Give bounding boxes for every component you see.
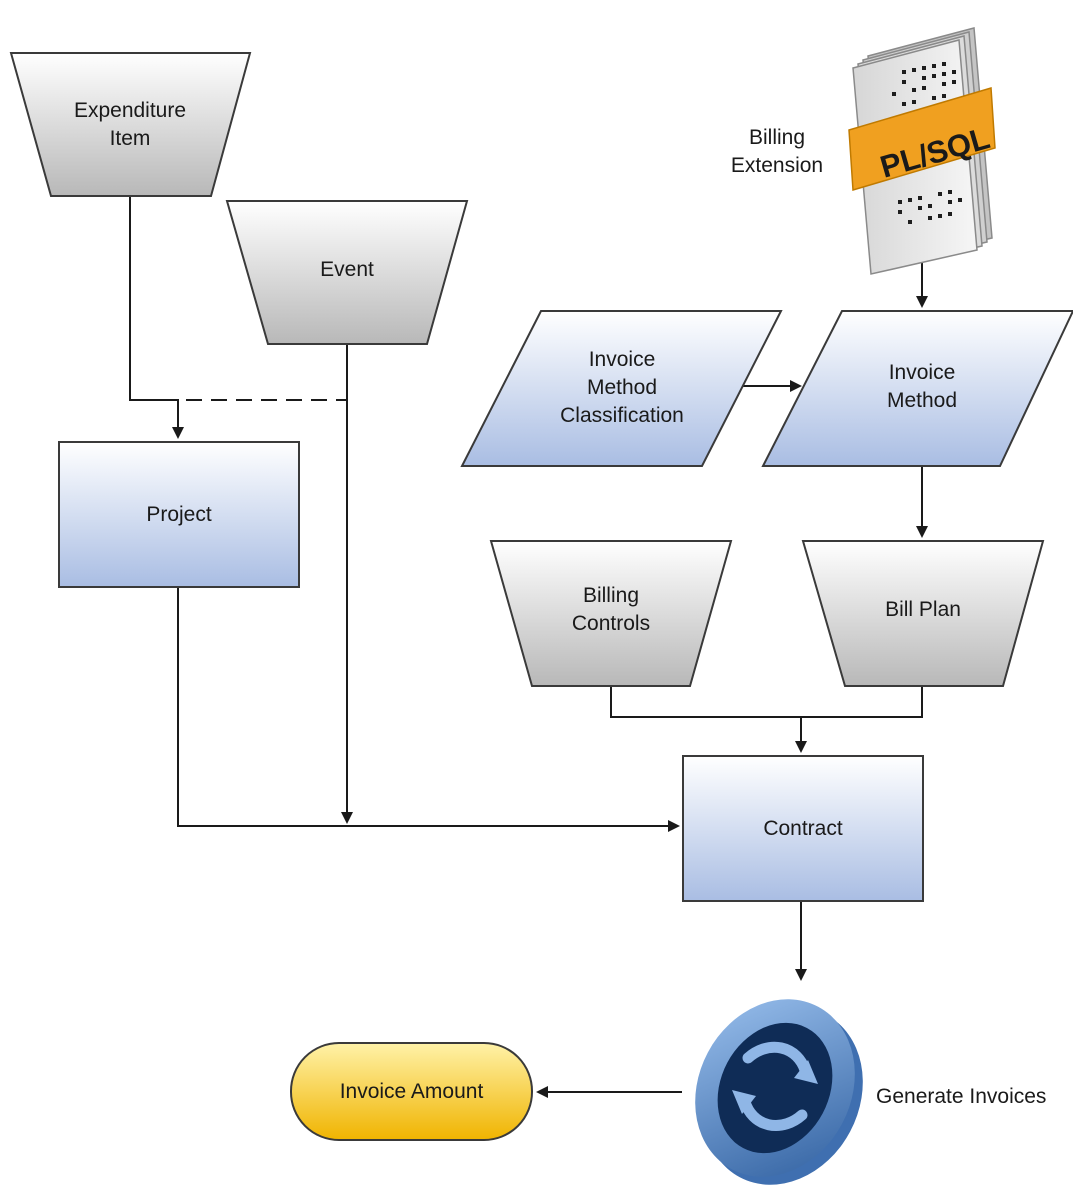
- billing-controls-label: Billing Controls: [571, 584, 651, 635]
- generate-invoices-label: Generate Invoices: [876, 1085, 1047, 1108]
- event-shape: [225, 200, 469, 345]
- invoice-method-classification-label: Invoice Method Classification: [560, 348, 684, 427]
- invoice-method-label: Invoice Method: [886, 361, 958, 412]
- invoice-method-classification-shape: [460, 310, 783, 467]
- bill-plan-shape: [801, 540, 1045, 687]
- contract-shape: [682, 755, 924, 902]
- invoice-method-shape: [761, 310, 1073, 467]
- edge-billing-controls-to-contract: [610, 686, 807, 753]
- billing-controls-shape: [489, 540, 733, 687]
- event-label: Event: [320, 258, 374, 281]
- bill-plan-label: Bill Plan: [885, 598, 961, 621]
- plsql-document-icon: PL/SQL: [848, 27, 996, 275]
- project-shape: [58, 441, 300, 588]
- invoice-amount-shape: [290, 1042, 533, 1141]
- contract-label: Contract: [763, 816, 843, 840]
- edge-bill-plan-to-contract: [801, 686, 923, 718]
- invoice-amount-label: Invoice Amount: [339, 1079, 484, 1103]
- generate-invoices-cycle-icon: [695, 999, 863, 1185]
- edge-project-to-contract: [177, 587, 680, 832]
- expenditure-item-shape: [9, 52, 252, 197]
- connectors: [129, 196, 928, 1098]
- project-label: Project: [146, 502, 212, 526]
- edge-expenditure-to-project: [129, 196, 184, 439]
- expenditure-item-label: Expenditure Item: [73, 99, 187, 150]
- plsql-band: [848, 87, 996, 191]
- billing-extension-label: Billing Extension: [730, 126, 824, 177]
